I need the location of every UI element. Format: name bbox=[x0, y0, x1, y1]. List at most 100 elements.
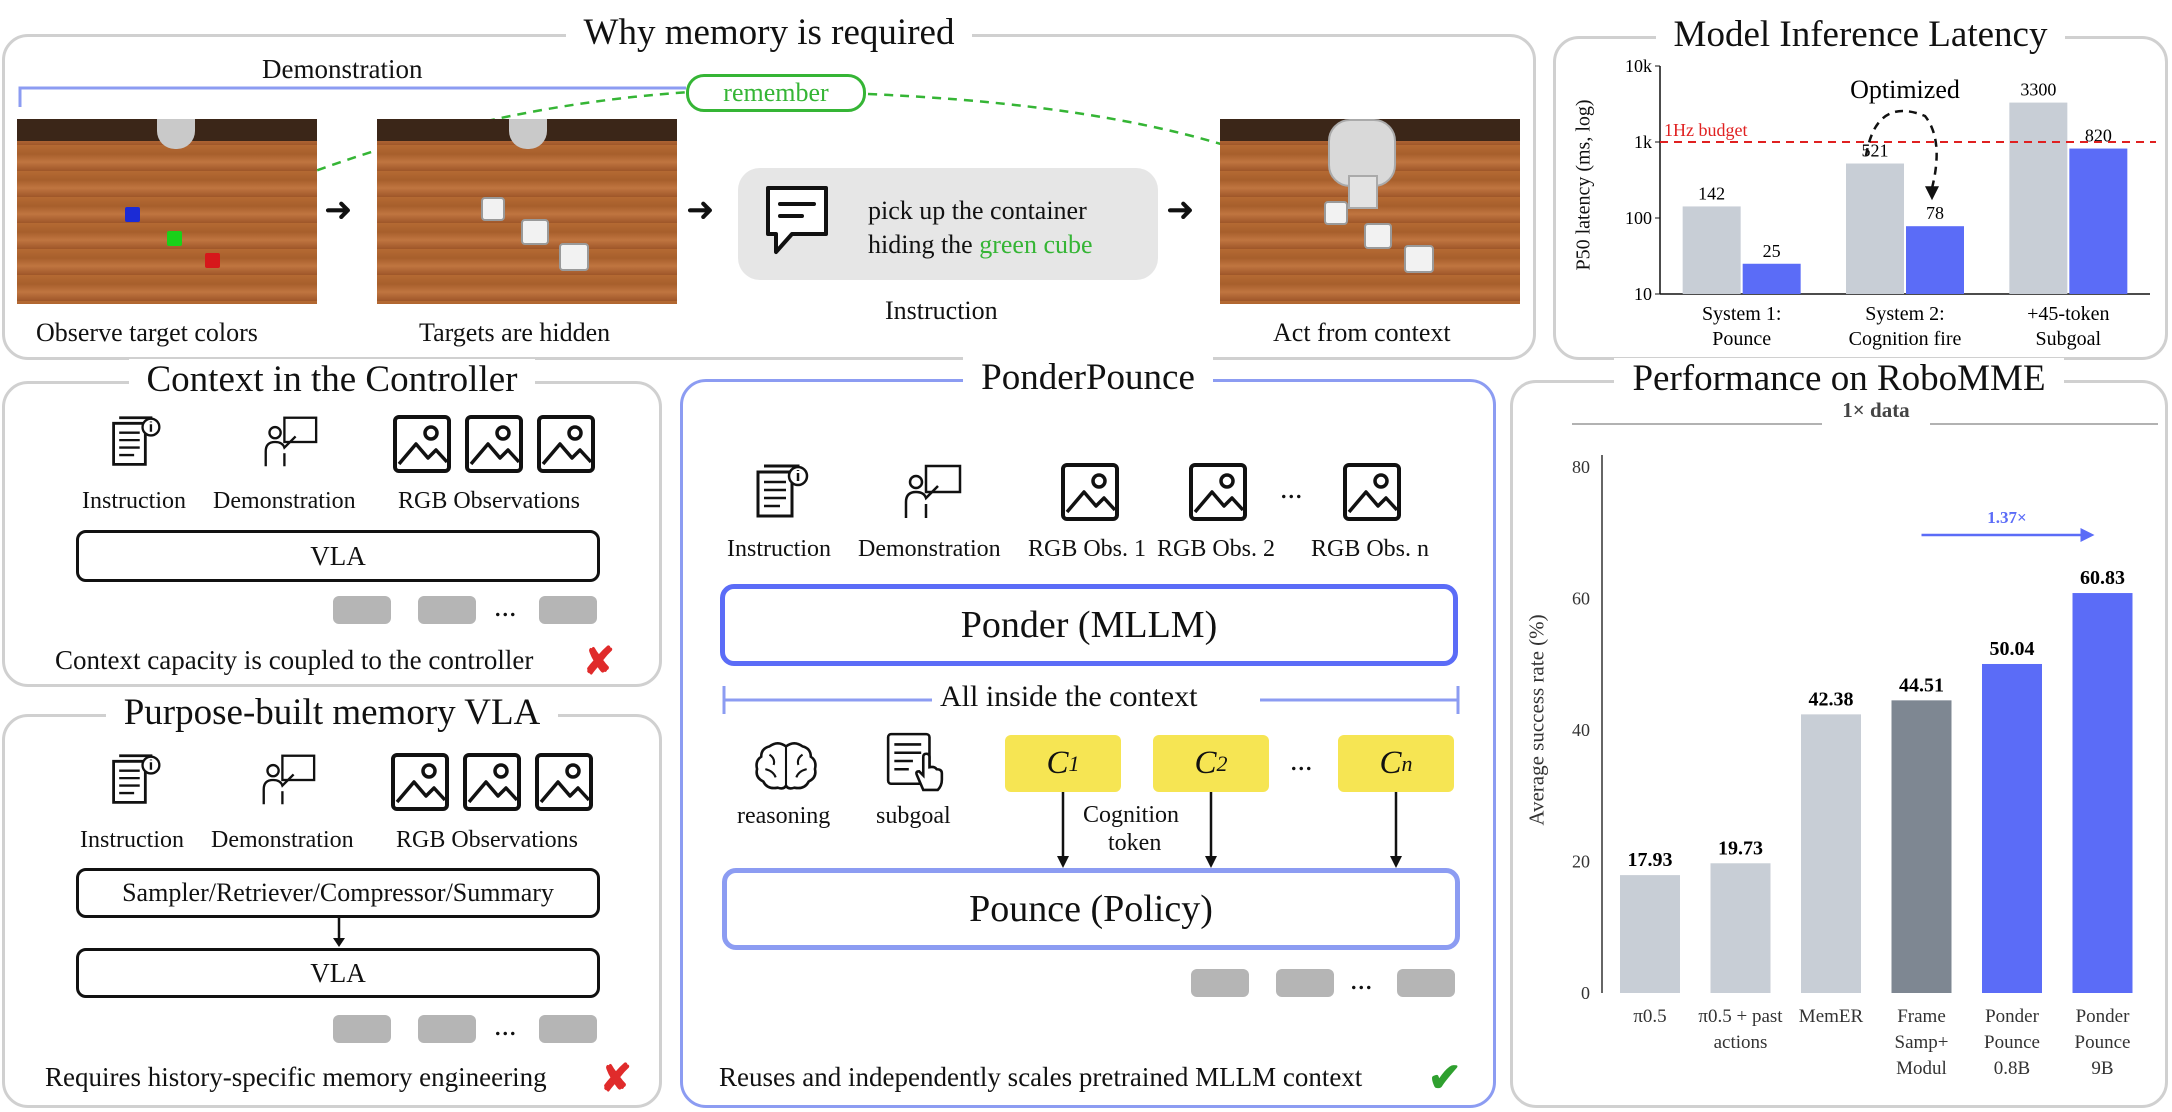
optimized-label: Optimized bbox=[1850, 75, 1960, 104]
performance-bar bbox=[1801, 714, 1861, 993]
y-tick-label: 100 bbox=[1625, 208, 1652, 228]
latency-value: 820 bbox=[2085, 126, 2112, 146]
purpose-icon-label-rgb: RGB Observations bbox=[396, 827, 578, 853]
performance-category-label: actions bbox=[1714, 1032, 1768, 1053]
demonstration-icon bbox=[258, 752, 318, 808]
purpose-icon-label-instruction: Instruction bbox=[80, 827, 184, 853]
y-tick-label: 1k bbox=[1634, 132, 1652, 152]
image-icon bbox=[536, 414, 596, 474]
performance-category-label: Pounce bbox=[2075, 1032, 2131, 1053]
performance-category-label: Frame bbox=[1897, 1006, 1946, 1027]
performance-bar bbox=[1982, 663, 2042, 993]
context-bracket bbox=[722, 686, 1460, 714]
latency-bar bbox=[1846, 163, 1904, 294]
performance-category-label: Ponder bbox=[2076, 1006, 2131, 1027]
image-icon bbox=[1060, 462, 1120, 522]
instruction-icon bbox=[108, 752, 164, 808]
latency-category-label: Cognition fire bbox=[1849, 328, 1962, 350]
y-tick-label: 20 bbox=[1572, 852, 1590, 872]
context-label: All inside the context bbox=[940, 680, 1198, 713]
instruction-text-2: hiding the green cube bbox=[868, 230, 1093, 259]
performance-value: 60.83 bbox=[2080, 567, 2125, 589]
arrow-icon: ➜ bbox=[324, 192, 353, 229]
y-tick-label: 10k bbox=[1625, 56, 1652, 76]
budget-label: 1Hz budget bbox=[1664, 120, 1747, 140]
context-icon-label-instruction: Instruction bbox=[82, 488, 186, 514]
cognition-token-label-2: token bbox=[1108, 830, 1162, 856]
image-icon bbox=[390, 752, 450, 812]
subgoal-icon bbox=[884, 730, 946, 792]
remember-label: remember bbox=[723, 78, 829, 107]
demonstration-label: Demonstration bbox=[262, 54, 423, 84]
y-tick-label: 60 bbox=[1572, 589, 1590, 609]
arrow-icon: ➜ bbox=[686, 192, 715, 229]
sampler-box: Sampler/Retriever/Compressor/Summary bbox=[76, 868, 600, 918]
performance-category-label: MemER bbox=[1799, 1006, 1864, 1027]
instruction-icon bbox=[108, 414, 164, 470]
latency-value: 142 bbox=[1698, 183, 1725, 203]
purpose-note: Requires history-specific memory enginee… bbox=[45, 1062, 547, 1092]
ponder-icon-label-demonstration: Demonstration bbox=[858, 536, 1001, 562]
reasoning-label: reasoning bbox=[737, 803, 831, 829]
performance-bar bbox=[1620, 875, 1680, 993]
cross-icon: ✘ bbox=[600, 1058, 632, 1100]
image-icon bbox=[464, 414, 524, 474]
speedup-label: 1.37× bbox=[1987, 508, 2026, 527]
image-icon bbox=[392, 414, 452, 474]
ellipsis: ... bbox=[1350, 963, 1373, 996]
performance-category-label: Ponder bbox=[1985, 1006, 2040, 1027]
ponder-icon-label-instruction: Instruction bbox=[727, 536, 831, 562]
latency-panel-title: Model Inference Latency bbox=[1655, 14, 2066, 55]
speedup-arrow-head bbox=[2080, 528, 2095, 542]
arrow-icon: ➜ bbox=[1166, 192, 1195, 229]
context-panel-title: Context in the Controller bbox=[128, 359, 536, 400]
scene-observe bbox=[17, 119, 317, 304]
performance-category-label: Pounce bbox=[1984, 1032, 2040, 1053]
cross-icon: ✘ bbox=[583, 641, 615, 683]
ponder-note: Reuses and independently scales pretrain… bbox=[719, 1062, 1363, 1092]
latency-category-label: Pounce bbox=[1712, 328, 1771, 350]
green-cube bbox=[167, 231, 182, 246]
latency-bar bbox=[2069, 148, 2128, 294]
performance-category-label: 9B bbox=[2091, 1058, 2113, 1079]
instruction-icon bbox=[752, 462, 812, 522]
y-tick-label: 0 bbox=[1581, 983, 1590, 1003]
ponder-icon-label-obs2: RGB Obs. 2 bbox=[1157, 536, 1276, 562]
ponder-icon-label-obs1: RGB Obs. 1 bbox=[1028, 536, 1147, 562]
latency-bar bbox=[1682, 206, 1741, 294]
image-icon bbox=[1342, 462, 1402, 522]
performance-bar bbox=[1891, 700, 1952, 993]
performance-value: 42.38 bbox=[1809, 688, 1854, 710]
performance-bar bbox=[2072, 593, 2133, 993]
performance-value: 44.51 bbox=[1899, 674, 1944, 696]
brain-icon bbox=[755, 740, 817, 792]
sampler-to-vla-arrow bbox=[333, 918, 345, 947]
y-tick-label: 10 bbox=[1634, 284, 1652, 304]
purpose-icon-label-demonstration: Demonstration bbox=[211, 827, 354, 853]
latency-value: 521 bbox=[1862, 141, 1889, 161]
optimized-arrow bbox=[1864, 109, 1938, 189]
token-arrows bbox=[1057, 792, 1402, 868]
purpose-panel-title: Purpose-built memory VLA bbox=[105, 692, 559, 733]
image-icon bbox=[462, 752, 522, 812]
caption-hidden: Targets are hidden bbox=[419, 318, 611, 347]
scene-act bbox=[1220, 119, 1520, 304]
latency-bar bbox=[1742, 263, 1801, 294]
scene-hidden bbox=[377, 119, 677, 304]
caption-act: Act from context bbox=[1273, 318, 1451, 347]
latency-value: 3300 bbox=[2020, 80, 2056, 100]
latency-ylabel: P50 latency (ms, log) bbox=[1572, 99, 1595, 271]
optimized-arrow-head bbox=[1925, 186, 1939, 201]
performance-value: 50.04 bbox=[1990, 638, 2035, 660]
performance-category-label: π0.5 + past bbox=[1698, 1006, 1783, 1027]
pounce-box: Pounce (Policy) bbox=[722, 868, 1460, 950]
red-cube bbox=[205, 253, 220, 268]
instruction-text-1: pick up the container bbox=[868, 196, 1087, 225]
caption-observe: Observe target colors bbox=[36, 318, 258, 347]
latency-category-label: Subgoal bbox=[2036, 328, 2102, 350]
ponder-box: Ponder (MLLM) bbox=[720, 584, 1458, 666]
cognition-token-label-1: Cognition bbox=[1083, 802, 1180, 828]
context-icon-label-demonstration: Demonstration bbox=[213, 488, 356, 514]
